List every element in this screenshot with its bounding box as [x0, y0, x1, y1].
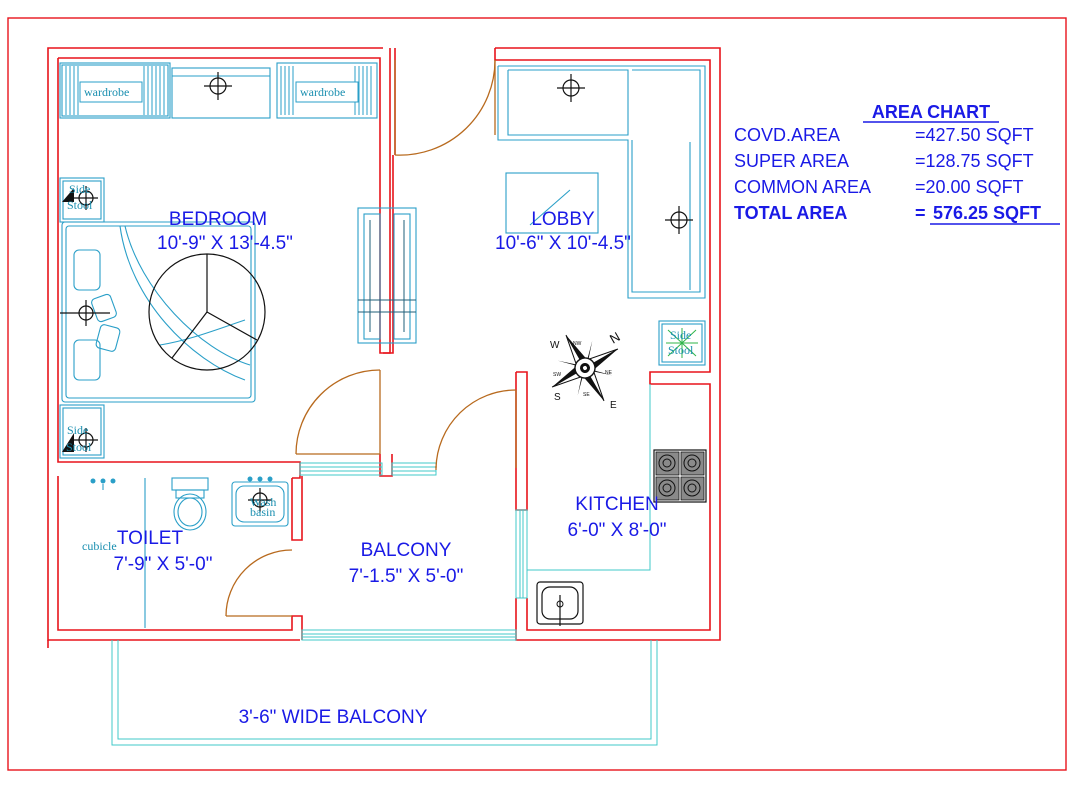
bedroom-size: 10'-9" X 13'-4.5": [157, 233, 293, 254]
super-area-value: =128.75 SQFT: [915, 151, 1034, 171]
side-stool-bottom-label-2: Stool: [66, 440, 92, 454]
wide-balcony-label: 3'-6" WIDE BALCONY: [239, 707, 428, 728]
side-stool-top-label-1: Side: [69, 182, 90, 196]
compass-sw: SW: [553, 372, 561, 378]
area-chart-title: AREA CHART: [872, 102, 990, 122]
lobby-size: 10'-6" X 10'-4.5": [495, 233, 631, 254]
kitchen-name: KITCHEN: [575, 494, 658, 515]
side-stool-lobby-label-2: Stool: [668, 343, 694, 357]
compass-s: S: [554, 392, 561, 403]
wardrobe-right-label: wardrobe: [300, 85, 345, 99]
area-chart: AREA CHART COVD.AREA =427.50 SQFT SUPER …: [734, 102, 1060, 225]
compass-ne: NE: [605, 370, 613, 376]
balcony-name: BALCONY: [361, 540, 452, 561]
side-stool-lobby-label-1: Side: [670, 328, 691, 342]
wash-basin-label-1: Wash: [250, 495, 276, 509]
common-area-label: COMMON AREA: [734, 177, 871, 197]
covd-area-label: COVD.AREA: [734, 125, 840, 145]
lobby-name: LOBBY: [531, 209, 595, 230]
total-area-value: 576.25 SQFT: [933, 203, 1041, 223]
wash-basin-label-2: basin: [250, 505, 275, 519]
toilet-name: TOILET: [117, 528, 184, 549]
kitchen-fixtures: [536, 449, 707, 626]
doors: [225, 59, 517, 617]
common-area-value: =20.00 SQFT: [915, 177, 1024, 197]
covd-area-value: =427.50 SQFT: [915, 125, 1034, 145]
drawing-border: [7, 17, 1067, 771]
lobby-furniture: [497, 65, 706, 366]
super-area-label: SUPER AREA: [734, 151, 849, 171]
compass-e: E: [610, 400, 617, 411]
toilet-size: 7'-9" X 5'-0": [114, 554, 213, 575]
total-area-label: TOTAL AREA: [734, 203, 847, 223]
windows: [111, 384, 658, 746]
compass-se: SE: [583, 392, 590, 398]
bedroom-name: BEDROOM: [169, 209, 267, 230]
kitchen-size: 6'-0" X 8'-0": [568, 520, 667, 541]
cubicle-label: cubicle: [82, 539, 117, 553]
wardrobe-left-label: wardrobe: [84, 85, 129, 99]
bedroom-furniture: [59, 62, 417, 459]
compass-w: W: [550, 340, 560, 351]
side-stool-bottom-label-1: Side: [67, 423, 88, 437]
compass-nw: NW: [573, 341, 582, 347]
balcony-size: 7'-1.5" X 5'-0": [349, 566, 464, 587]
total-area-prefix: =: [915, 203, 931, 223]
side-stool-top-label-2: Stool: [67, 198, 93, 212]
toilet-fixtures: [90, 476, 289, 628]
compass-icon: [551, 334, 619, 402]
compass-n: N: [607, 329, 623, 347]
